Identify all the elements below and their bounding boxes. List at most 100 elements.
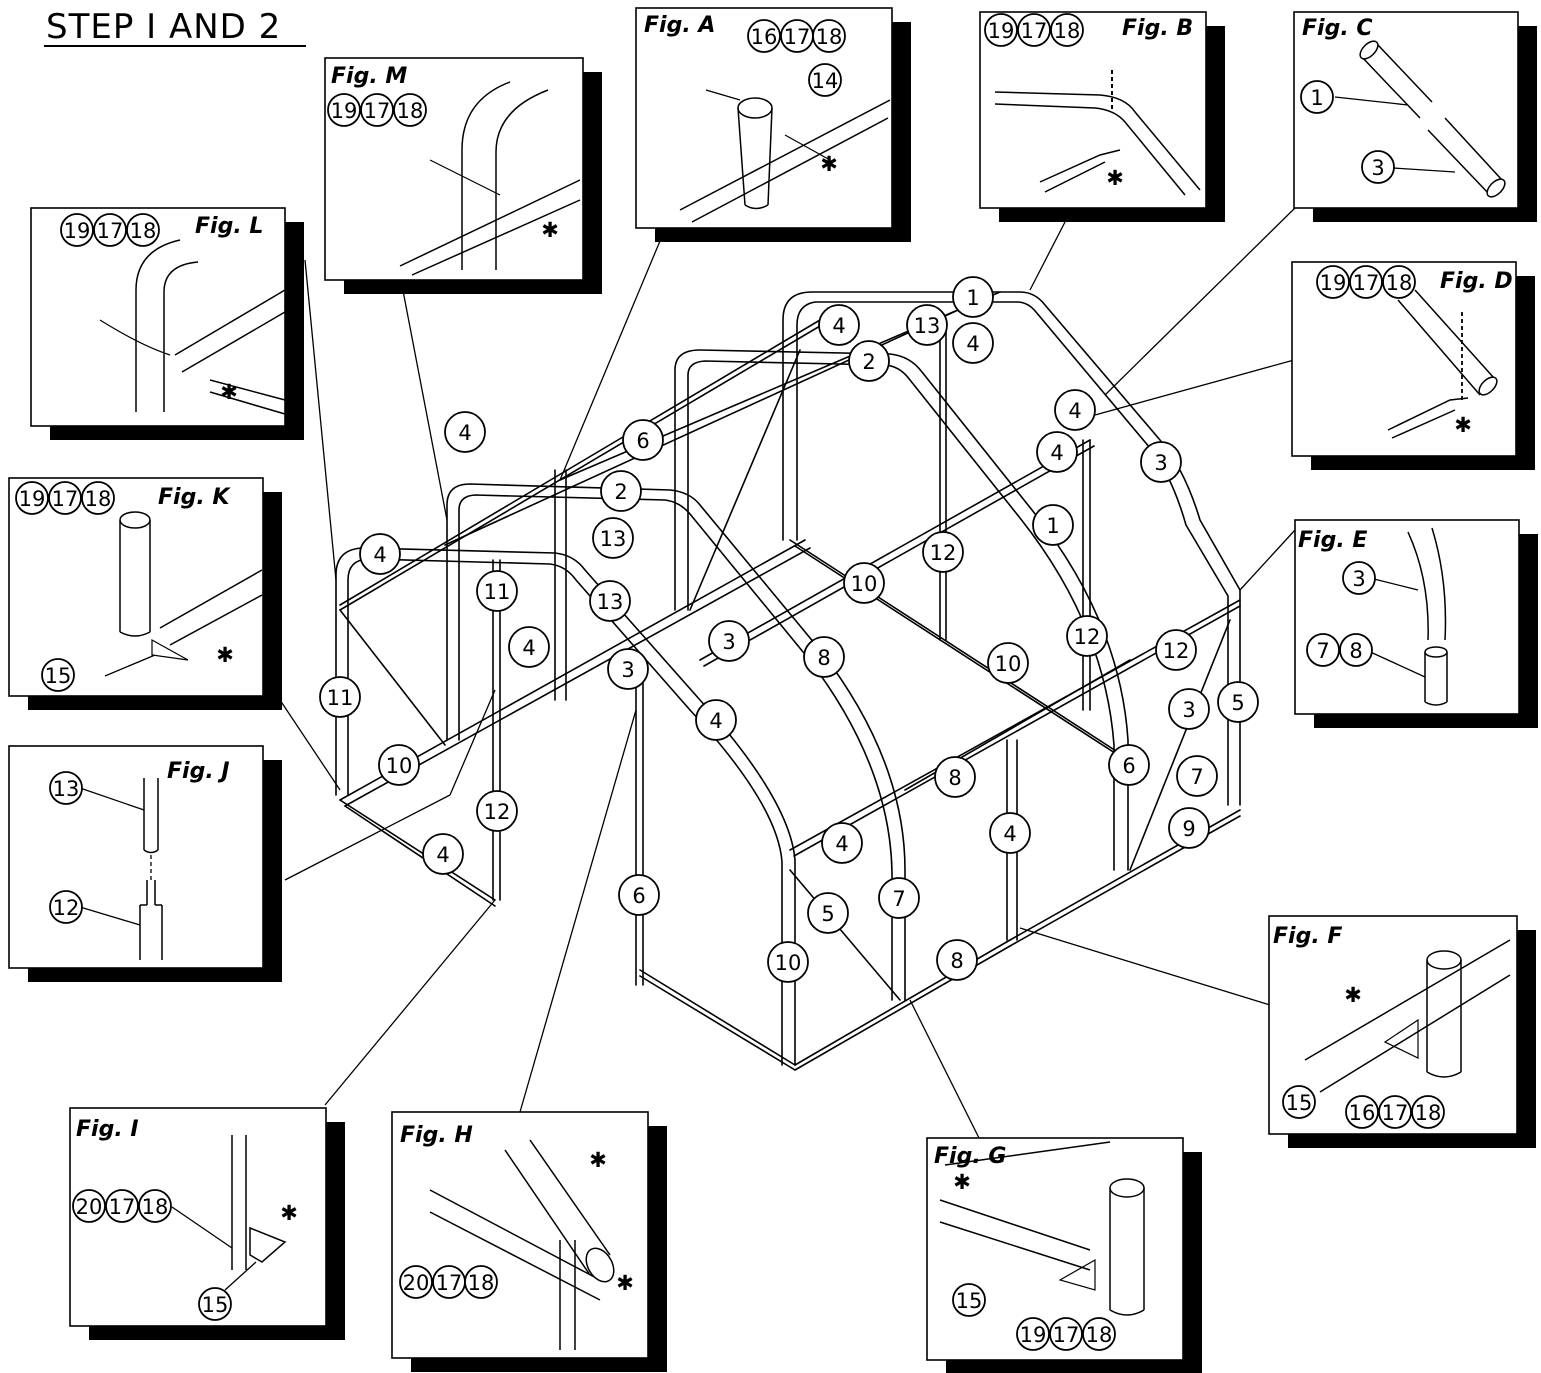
part-number-circle bbox=[1054, 389, 1096, 431]
fig-f-callout-circle bbox=[1411, 1095, 1445, 1129]
part-number: 4 bbox=[436, 843, 449, 867]
part-number: 6 bbox=[636, 429, 649, 453]
part-number: 12 bbox=[484, 800, 511, 824]
figure-panel-e: Fig. E bbox=[1294, 519, 1538, 728]
part-number: 4 bbox=[966, 332, 979, 356]
part-number-circle bbox=[476, 790, 518, 832]
part-number: 13 bbox=[597, 590, 624, 614]
figure-label: Fig. M bbox=[331, 64, 407, 89]
fig-f-callout: 18 bbox=[1415, 1101, 1442, 1125]
figure-label: Fig. H bbox=[400, 1123, 473, 1148]
part-number: 10 bbox=[775, 951, 802, 975]
fig-k-callout: 17 bbox=[52, 487, 79, 511]
part-number-circle bbox=[708, 620, 750, 662]
fig-i-callout-circle bbox=[105, 1189, 139, 1223]
part-number: 6 bbox=[1122, 754, 1135, 778]
figure-panel-h: Fig. H ✱ ✱ bbox=[391, 1111, 667, 1372]
fig-a-callout: 18 bbox=[816, 25, 843, 49]
fig-a-callout-circle bbox=[812, 19, 846, 53]
figure-label: Fig. K bbox=[158, 485, 231, 510]
part-number-circle bbox=[767, 941, 809, 983]
fig-i-callout-circle bbox=[72, 1189, 106, 1223]
part-number: 4 bbox=[832, 314, 845, 338]
part-number: 12 bbox=[1163, 639, 1190, 663]
part-number: 3 bbox=[621, 658, 634, 682]
part-number: 5 bbox=[821, 902, 834, 926]
svg-text:✱: ✱ bbox=[953, 1170, 971, 1194]
part-number: 4 bbox=[522, 636, 535, 660]
fig-a-callout-circle bbox=[747, 19, 781, 53]
figure-label: Fig. J bbox=[167, 759, 230, 784]
part-number-circle bbox=[1140, 441, 1182, 483]
svg-text:✱: ✱ bbox=[1106, 166, 1124, 190]
part-number-circle bbox=[906, 304, 948, 346]
figure-label: Fig. I bbox=[76, 1117, 139, 1142]
fig-g-callout: 18 bbox=[1086, 1323, 1113, 1347]
part-number: 9 bbox=[1182, 817, 1195, 841]
part-number-circle bbox=[922, 531, 964, 573]
part-number: 4 bbox=[1003, 822, 1016, 846]
fig-a-callout-circle bbox=[808, 63, 842, 97]
figure-label: Fig. G bbox=[934, 1144, 1006, 1169]
fig-m-callout: 18 bbox=[397, 99, 424, 123]
fig-d-callout-circle bbox=[1382, 265, 1416, 299]
fig-k-callout-circle bbox=[41, 658, 75, 692]
figure-label: Fig. B bbox=[1122, 16, 1193, 41]
part-number: 11 bbox=[484, 580, 511, 604]
fig-e-callout-circle bbox=[1339, 633, 1373, 667]
part-number: 4 bbox=[835, 832, 848, 856]
part-number-circle bbox=[444, 411, 486, 453]
part-number-circle bbox=[607, 648, 649, 690]
figure-label: Fig. F bbox=[1273, 924, 1342, 949]
part-number: 12 bbox=[930, 541, 957, 565]
fig-m-callout-circle bbox=[393, 93, 427, 127]
part-number: 1 bbox=[966, 286, 979, 310]
fig-g-callout: 17 bbox=[1053, 1323, 1080, 1347]
fig-l-callout-circle bbox=[93, 213, 127, 247]
fig-l-callout-circle bbox=[60, 213, 94, 247]
svg-text:✱: ✱ bbox=[220, 380, 238, 404]
step-title: STEP I AND 2 bbox=[46, 7, 281, 47]
fig-k-callout: 15 bbox=[45, 664, 72, 688]
figure-panel-c: Fig. C bbox=[1293, 11, 1537, 222]
fig-d-callout-circle bbox=[1316, 265, 1350, 299]
part-number-circle bbox=[1108, 744, 1150, 786]
part-number-circle bbox=[1036, 431, 1078, 473]
part-number-circle bbox=[1066, 615, 1108, 657]
fig-a-callout: 16 bbox=[751, 25, 778, 49]
fig-e-callout: 3 bbox=[1352, 567, 1365, 591]
fig-i-callout: 17 bbox=[109, 1195, 136, 1219]
fig-b-callout-circle bbox=[1017, 13, 1051, 47]
fig-h-callout: 18 bbox=[468, 1271, 495, 1295]
svg-text:✱: ✱ bbox=[820, 152, 838, 176]
fig-c-callout-circle bbox=[1300, 80, 1334, 114]
part-number: 3 bbox=[722, 630, 735, 654]
part-number-circle bbox=[807, 892, 849, 934]
fig-b-callout-circle bbox=[1050, 13, 1084, 47]
part-number-circle bbox=[618, 874, 660, 916]
fig-b-callout: 18 bbox=[1054, 19, 1081, 43]
fig-c-callout: 3 bbox=[1371, 156, 1384, 180]
fig-i-callout: 20 bbox=[76, 1195, 103, 1219]
figure-panel-b: Fig. B ✱ bbox=[979, 11, 1225, 222]
part-number: 13 bbox=[914, 314, 941, 338]
fig-e-callout: 8 bbox=[1349, 639, 1362, 663]
part-number: 2 bbox=[862, 350, 875, 374]
figure-label: Fig. C bbox=[1302, 16, 1372, 41]
fig-m-callout: 17 bbox=[364, 99, 391, 123]
part-number: 6 bbox=[632, 884, 645, 908]
fig-g-callout-circle bbox=[1082, 1317, 1116, 1351]
fig-b-callout-circle bbox=[984, 13, 1018, 47]
figure-label: Fig. A bbox=[644, 13, 715, 38]
part-number: 8 bbox=[817, 646, 830, 670]
fig-i-callout-circle bbox=[138, 1189, 172, 1223]
part-number-circle bbox=[878, 877, 920, 919]
part-number-circle bbox=[592, 517, 634, 559]
part-number: 3 bbox=[1154, 451, 1167, 475]
part-number-circle bbox=[1032, 504, 1074, 546]
part-number-circle bbox=[589, 580, 631, 622]
part-number-circle bbox=[989, 812, 1031, 854]
part-number: 11 bbox=[327, 686, 354, 710]
part-number: 4 bbox=[1050, 441, 1063, 465]
fig-e-callout-circle bbox=[1306, 633, 1340, 667]
